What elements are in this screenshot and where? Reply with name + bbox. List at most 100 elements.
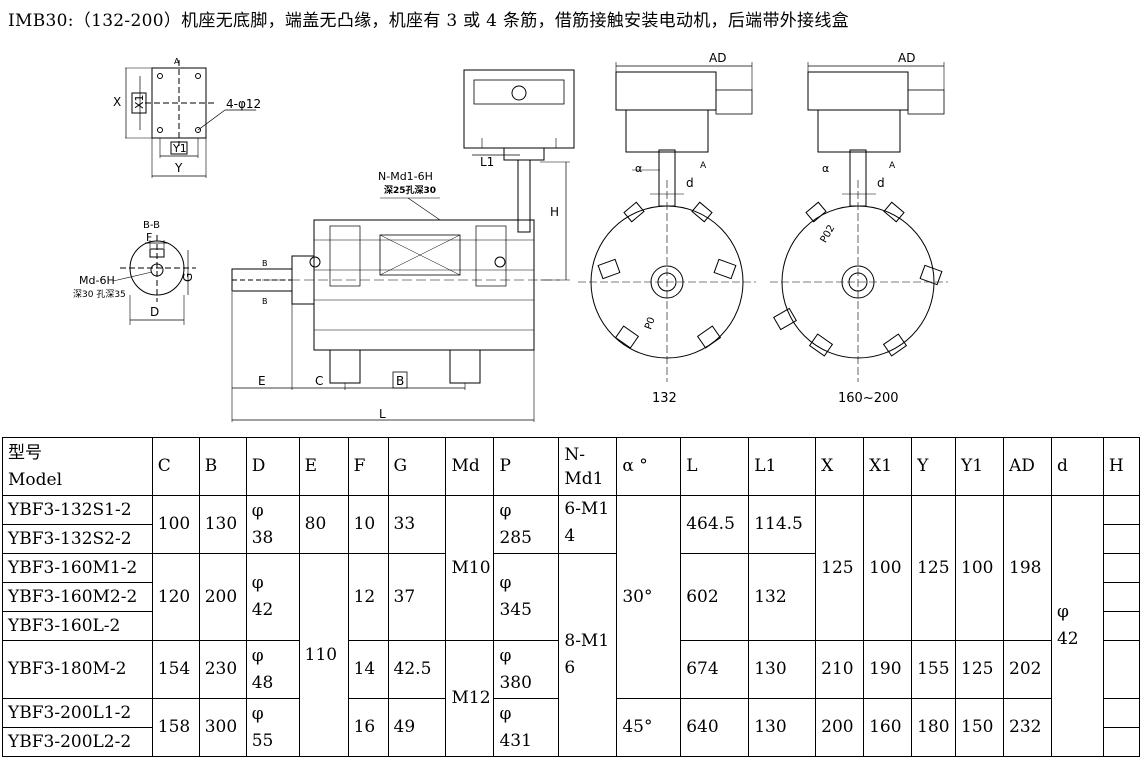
l1-cell: 130 (748, 698, 817, 757)
c-cell: 120 (151, 553, 200, 641)
g-cell: 37 (387, 553, 447, 641)
x-cell: 125 (815, 495, 865, 641)
c-cell: 154 (151, 640, 200, 699)
alpha-cell: 45° (616, 698, 682, 757)
header-y1: Y1 (955, 437, 1005, 496)
b-cell: 230 (198, 640, 247, 699)
label-depth: 深30 孔深35 (73, 289, 126, 300)
side-view: N-Md1-6H 深25孔深30 L1 H E C B L B B (231, 69, 575, 422)
x1-cell: 100 (863, 495, 913, 641)
section-bb: B-B F G Md-6H 深30 孔深35 D (73, 220, 196, 325)
header-ad: AD (1003, 437, 1052, 496)
f-cell: 14 (347, 640, 389, 699)
x1-cell: 160 (863, 698, 913, 757)
label-c: C (315, 374, 323, 388)
header-g: G (387, 437, 447, 496)
label-bb: B-B (143, 220, 160, 231)
label-d-132: d (686, 176, 694, 190)
top-view: A X X1 Y1 Y 4-φ12 (113, 57, 261, 178)
x-cell: 210 (815, 640, 865, 699)
label-d-160: d (877, 176, 885, 190)
label-holes: 4-φ12 (226, 97, 261, 111)
model-cell: YBF3-132S2-2 (2, 524, 153, 554)
e-cell: 80 (298, 495, 349, 554)
frame-132-label: 132 (652, 391, 677, 406)
header-y: Y (911, 437, 957, 496)
label-ad-132: AD (709, 51, 726, 65)
label-x1: X1 (133, 94, 146, 109)
label-b-mark-bottom: B (262, 297, 268, 306)
label-e: E (258, 374, 266, 388)
l1-cell: 114.5 (748, 495, 817, 554)
y1-cell: 125 (955, 640, 1005, 699)
l1-cell: 130 (748, 640, 817, 699)
h-cell (1102, 698, 1140, 728)
model-cell: YBF3-200L2-2 (2, 727, 153, 757)
g-cell: 49 (387, 698, 447, 757)
header-nmd1: N-Md1 (558, 437, 618, 496)
h-cell (1102, 495, 1140, 525)
header-f: F (347, 437, 389, 496)
y1-cell: 100 (955, 495, 1005, 641)
header-alpha: α ° (616, 437, 682, 496)
b-cell: 130 (198, 495, 247, 554)
label-depth2: 深25孔深30 (384, 184, 436, 196)
label-alpha-132: α (635, 162, 642, 175)
header-h: H (1102, 437, 1140, 496)
label-g: G (181, 273, 195, 282)
label-md: Md-6H (79, 274, 115, 287)
label-d: D (150, 305, 159, 319)
label-p0-132: P0 (643, 316, 658, 331)
ad-cell: 232 (1003, 698, 1052, 757)
h-cell (1102, 611, 1140, 641)
header-md: Md (445, 437, 495, 496)
label-l1: L1 (480, 155, 494, 169)
y-cell: 180 (911, 698, 957, 757)
alpha-cell: 30° (616, 495, 682, 699)
label-alpha-160: α (822, 162, 829, 175)
label-a: A (174, 57, 180, 66)
page-title: IMB30:（132-200）机座无底脚，端盖无凸缘，机座有 3 或 4 条筋，… (8, 11, 849, 31)
ad-cell: 198 (1003, 495, 1052, 641)
g-cell: 33 (387, 495, 447, 554)
y-cell: 125 (911, 495, 957, 641)
y1-cell: 150 (955, 698, 1005, 757)
e-cell: 110 (298, 553, 349, 757)
c-cell: 100 (151, 495, 200, 554)
label-b: B (396, 374, 404, 388)
label-l: L (379, 407, 386, 421)
l-cell: 602 (680, 553, 750, 641)
md-cell: M10 (445, 495, 495, 641)
label-x: X (113, 95, 121, 109)
f-cell: 16 (347, 698, 389, 757)
model-cell: YBF3-132S1-2 (2, 495, 153, 525)
l-cell: 640 (680, 698, 750, 757)
label-h: H (550, 205, 559, 219)
label-ad-160: AD (898, 51, 915, 65)
header-d: D (245, 437, 300, 496)
header-e: E (298, 437, 349, 496)
header-x1: X1 (863, 437, 913, 496)
h-cell (1102, 640, 1140, 699)
header-b: B (198, 437, 247, 496)
model-cell: YBF3-160M1-2 (2, 553, 153, 583)
frame-160-label: 160~200 (838, 391, 899, 406)
header-x: X (815, 437, 865, 496)
label-b-mark-top: B (262, 259, 268, 268)
